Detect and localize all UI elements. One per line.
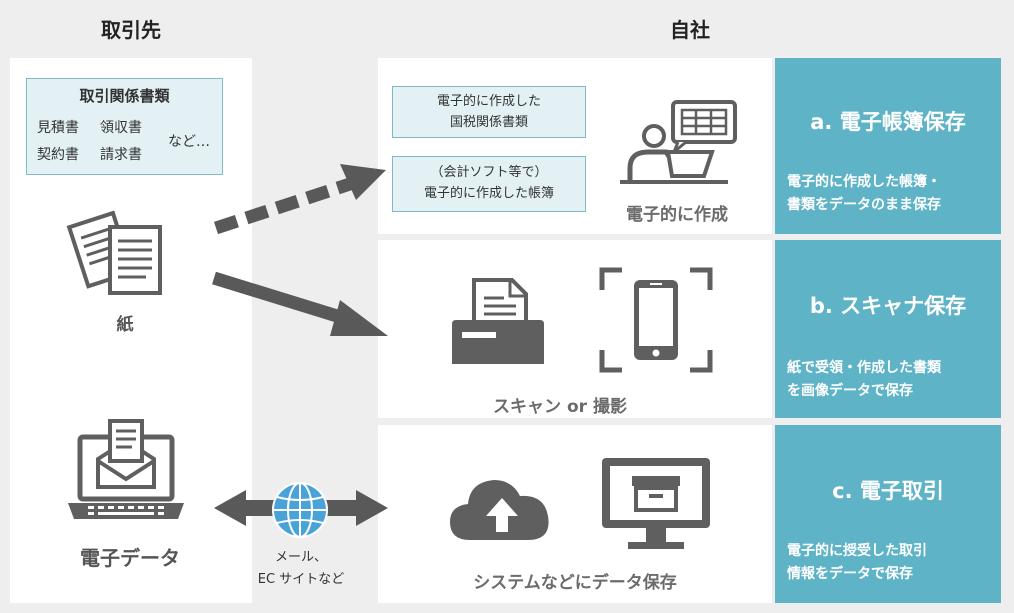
row-a-box2-line2: 電子的に作成した帳簿 [423,186,554,201]
row-a-box2-line1: （会計ソフト等で） [430,165,548,180]
row-a-box1-line1: 電子的に作成した [436,94,541,109]
doc-item-contract: 契約書 [37,147,79,163]
doc-item-etc: など… [168,134,210,150]
row-a-caption: 電子的に作成 [626,205,728,225]
transfer-label-line1: メール、 [274,550,327,565]
category-b-box: b. スキャナ保存 紙で受領・作成した書類 を画像データで保存 [775,240,1001,418]
paper-label: 紙 [116,315,134,335]
right-column-title: 自社 [670,18,710,42]
solid-arrow-to-row-b [212,271,388,336]
row-a-box1: 電子的に作成した 国税関係書類 [392,86,586,138]
category-a-desc-line2: 書類をデータのまま保存 [787,197,941,213]
category-a-box: a. 電子帳簿保存 電子的に作成した帳簿・ 書類をデータのまま保存 [775,58,1001,234]
category-b-desc-line1: 紙で受領・作成した書類 [787,360,941,376]
person-computer-icon [620,100,737,184]
category-b-title: b. スキャナ保存 [809,294,967,318]
monitor-archive-icon [602,458,710,549]
row-c-caption: システムなどにデータ保存 [473,573,677,593]
doc-item-receipt: 領収書 [100,120,142,136]
category-c-title: c. 電子取引 [832,479,944,503]
dashed-arrow-to-row-a [213,164,386,235]
category-a-desc-line1: 電子的に作成した帳簿・ [787,174,941,190]
doc-item-estimate: 見積書 [37,120,79,136]
row-a-box1-line2: 国税関係書類 [449,115,528,130]
category-c-box: c. 電子取引 電子的に授受した取引 情報をデータで保存 [775,425,1001,603]
category-b-desc-line2: を画像データで保存 [787,383,913,399]
row-a-box2: （会計ソフト等で） 電子的に作成した帳簿 [392,156,586,212]
cloud-upload-icon [450,480,549,540]
doc-item-invoice: 請求書 [100,147,142,163]
digital-data-label: 電子データ [80,546,180,570]
row-b-caption: スキャン or 撮影 [493,397,627,417]
laptop-mail-icon [68,419,184,519]
printer-scanner-icon [452,278,544,364]
smartphone-icon [599,267,713,373]
transaction-docs-box: 取引関係書類 見積書 領収書 契約書 請求書 など… [26,78,223,175]
transaction-docs-heading: 取引関係書類 [79,87,170,105]
left-column-title: 取引先 [101,18,161,42]
category-a-title: a. 電子帳簿保存 [810,110,966,134]
category-c-desc-line1: 電子的に授受した取引 [787,543,927,559]
globe-icon [272,482,328,538]
documents-icon [66,210,162,295]
category-c-desc-line2: 情報をデータで保存 [787,566,913,582]
transfer-label-line2: EC サイトなど [257,572,345,587]
